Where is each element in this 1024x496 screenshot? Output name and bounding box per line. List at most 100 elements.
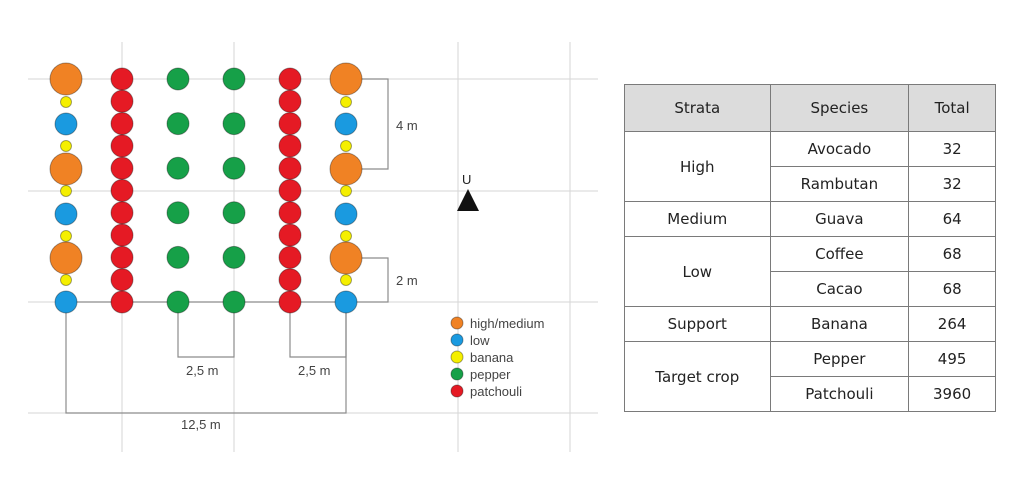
species-cell: Banana bbox=[769, 306, 910, 342]
patchouli-plant bbox=[278, 134, 302, 158]
north-arrow-icon bbox=[457, 189, 479, 211]
total-cell: 68 bbox=[908, 271, 996, 307]
legend-label: banana bbox=[470, 350, 514, 365]
pepper-plant bbox=[222, 290, 246, 314]
low-plant bbox=[54, 202, 78, 226]
legend-swatch bbox=[450, 350, 464, 364]
patchouli-plant bbox=[110, 179, 134, 202]
patchouli-plant bbox=[110, 223, 134, 247]
label-12-5m: 12,5 m bbox=[181, 417, 221, 432]
patchouli-plant bbox=[278, 112, 302, 136]
header-strata: Strata bbox=[624, 84, 771, 132]
legend-label: low bbox=[470, 333, 490, 348]
pepper-plant bbox=[166, 290, 190, 314]
legend-swatch bbox=[450, 384, 464, 398]
banana-plant bbox=[340, 140, 352, 152]
patchouli-plant bbox=[110, 89, 134, 113]
banana-plant bbox=[60, 185, 72, 197]
plant-positions bbox=[49, 62, 363, 314]
species-cell: Coffee bbox=[769, 236, 910, 272]
species-cell: Pepper bbox=[769, 341, 910, 377]
species-cell: Patchouli bbox=[769, 376, 910, 412]
patchouli-plant bbox=[110, 134, 134, 158]
strata-cell: Support bbox=[624, 306, 771, 342]
low-plant bbox=[334, 112, 358, 136]
high-medium-plant bbox=[329, 62, 363, 96]
patchouli-plant bbox=[110, 156, 134, 180]
header-species: Species bbox=[769, 84, 910, 132]
patchouli-plant bbox=[278, 89, 302, 113]
high-medium-plant bbox=[49, 62, 83, 96]
strata-cell: High bbox=[624, 131, 771, 202]
pepper-plant bbox=[222, 245, 246, 269]
strata-cell: Medium bbox=[624, 201, 771, 237]
legend-swatch bbox=[450, 333, 464, 347]
legend-label: patchouli bbox=[470, 384, 522, 399]
strata-cell: Target crop bbox=[624, 341, 771, 412]
patchouli-plant bbox=[278, 290, 302, 314]
patchouli-plant bbox=[278, 156, 302, 180]
header-total: Total bbox=[908, 84, 996, 132]
low-plant bbox=[54, 290, 78, 314]
label-4m: 4 m bbox=[396, 118, 418, 133]
dimension-bracket-2-5m-left bbox=[177, 302, 235, 358]
patchouli-plant bbox=[278, 245, 302, 269]
dimension-bracket-2m bbox=[346, 257, 389, 303]
banana-plant bbox=[60, 230, 72, 242]
pepper-plant bbox=[222, 201, 246, 225]
patchouli-plant bbox=[278, 179, 302, 202]
patchouli-plant bbox=[278, 223, 302, 247]
patchouli-plant bbox=[278, 67, 302, 91]
banana-plant bbox=[340, 274, 352, 286]
pepper-plant bbox=[166, 67, 190, 91]
pepper-plant bbox=[166, 201, 190, 225]
patchouli-plant bbox=[278, 201, 302, 225]
low-plant bbox=[334, 202, 358, 226]
banana-plant bbox=[340, 96, 352, 108]
pepper-plant bbox=[222, 112, 246, 136]
species-cell: Rambutan bbox=[769, 166, 910, 202]
legend-swatch bbox=[450, 316, 464, 330]
dimension-bracket-12-5m bbox=[65, 302, 347, 414]
legend-label: high/medium bbox=[470, 316, 544, 331]
high-medium-plant bbox=[49, 152, 83, 186]
high-medium-plant bbox=[329, 152, 363, 186]
strata-cell: Low bbox=[624, 236, 771, 307]
pepper-plant bbox=[166, 156, 190, 180]
table-header-row: Strata Species Total bbox=[624, 84, 996, 132]
pepper-plant bbox=[166, 245, 190, 269]
dimension-bracket-4m bbox=[346, 78, 389, 170]
planting-layout-diagram: 4 m 2 m 2,5 m 2,5 m 12,5 m U high/medium… bbox=[28, 42, 598, 452]
species-cell: Avocado bbox=[769, 131, 910, 167]
species-cell: Guava bbox=[769, 201, 910, 237]
legend-label: pepper bbox=[470, 367, 511, 382]
total-cell: 32 bbox=[908, 166, 996, 202]
patchouli-plant bbox=[110, 245, 134, 269]
pepper-plant bbox=[166, 112, 190, 136]
low-plant bbox=[334, 290, 358, 314]
species-cell: Cacao bbox=[769, 271, 910, 307]
label-2-5m-right: 2,5 m bbox=[298, 363, 331, 378]
patchouli-plant bbox=[110, 290, 134, 314]
low-plant bbox=[54, 112, 78, 136]
banana-plant bbox=[60, 140, 72, 152]
total-cell: 495 bbox=[908, 341, 996, 377]
total-cell: 32 bbox=[908, 131, 996, 167]
total-cell: 264 bbox=[908, 306, 996, 342]
total-cell: 64 bbox=[908, 201, 996, 237]
dimension-bracket-2-5m-right bbox=[289, 302, 347, 358]
pepper-plant bbox=[222, 156, 246, 180]
north-arrow-label: U bbox=[462, 172, 471, 187]
patchouli-plant bbox=[278, 268, 302, 292]
label-2m: 2 m bbox=[396, 273, 418, 288]
patchouli-plant bbox=[110, 112, 134, 136]
patchouli-plant bbox=[110, 201, 134, 225]
